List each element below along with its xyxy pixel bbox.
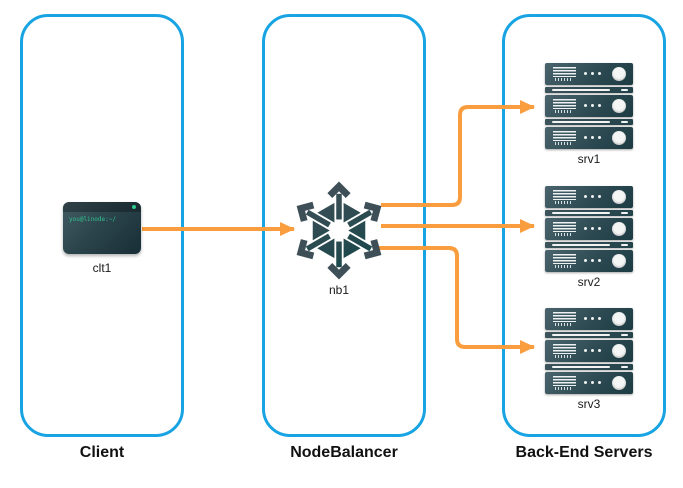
server-connector-icon xyxy=(545,242,633,248)
server-stack-icon-srv2 xyxy=(545,186,633,274)
node-label-srv2: srv2 xyxy=(577,275,601,289)
server-unit-icon xyxy=(545,63,633,85)
zone-caption-client: Client xyxy=(79,444,125,461)
server-unit-icon xyxy=(545,372,633,394)
terminal-prompt-text: you@linode:~/ xyxy=(69,216,116,223)
server-unit-icon xyxy=(545,218,633,240)
terminal-titlebar xyxy=(63,202,141,212)
zone-client xyxy=(20,14,184,437)
zone-caption-backend-servers: Back-End Servers xyxy=(515,444,653,461)
server-connector-icon xyxy=(545,87,633,93)
server-connector-icon xyxy=(545,332,633,338)
server-connector-icon xyxy=(545,210,633,216)
terminal-power-dot-icon xyxy=(132,205,136,209)
nodebalancer-icon xyxy=(296,181,382,280)
node-label-srv1: srv1 xyxy=(577,152,601,166)
zone-caption-nodebalancer: NodeBalancer xyxy=(290,444,398,461)
server-unit-icon xyxy=(545,95,633,117)
server-stack-icon-srv1 xyxy=(545,63,633,151)
server-connector-icon xyxy=(545,364,633,370)
server-unit-icon xyxy=(545,308,633,330)
node-label-srv3: srv3 xyxy=(577,397,601,411)
node-label-nb1: nb1 xyxy=(328,283,350,297)
terminal-icon: you@linode:~/ xyxy=(63,202,141,254)
server-unit-icon xyxy=(545,186,633,208)
node-label-clt1: clt1 xyxy=(92,261,112,275)
server-stack-icon-srv3 xyxy=(545,308,633,396)
server-unit-icon xyxy=(545,340,633,362)
server-connector-icon xyxy=(545,119,633,125)
server-unit-icon xyxy=(545,127,633,149)
server-unit-icon xyxy=(545,250,633,272)
